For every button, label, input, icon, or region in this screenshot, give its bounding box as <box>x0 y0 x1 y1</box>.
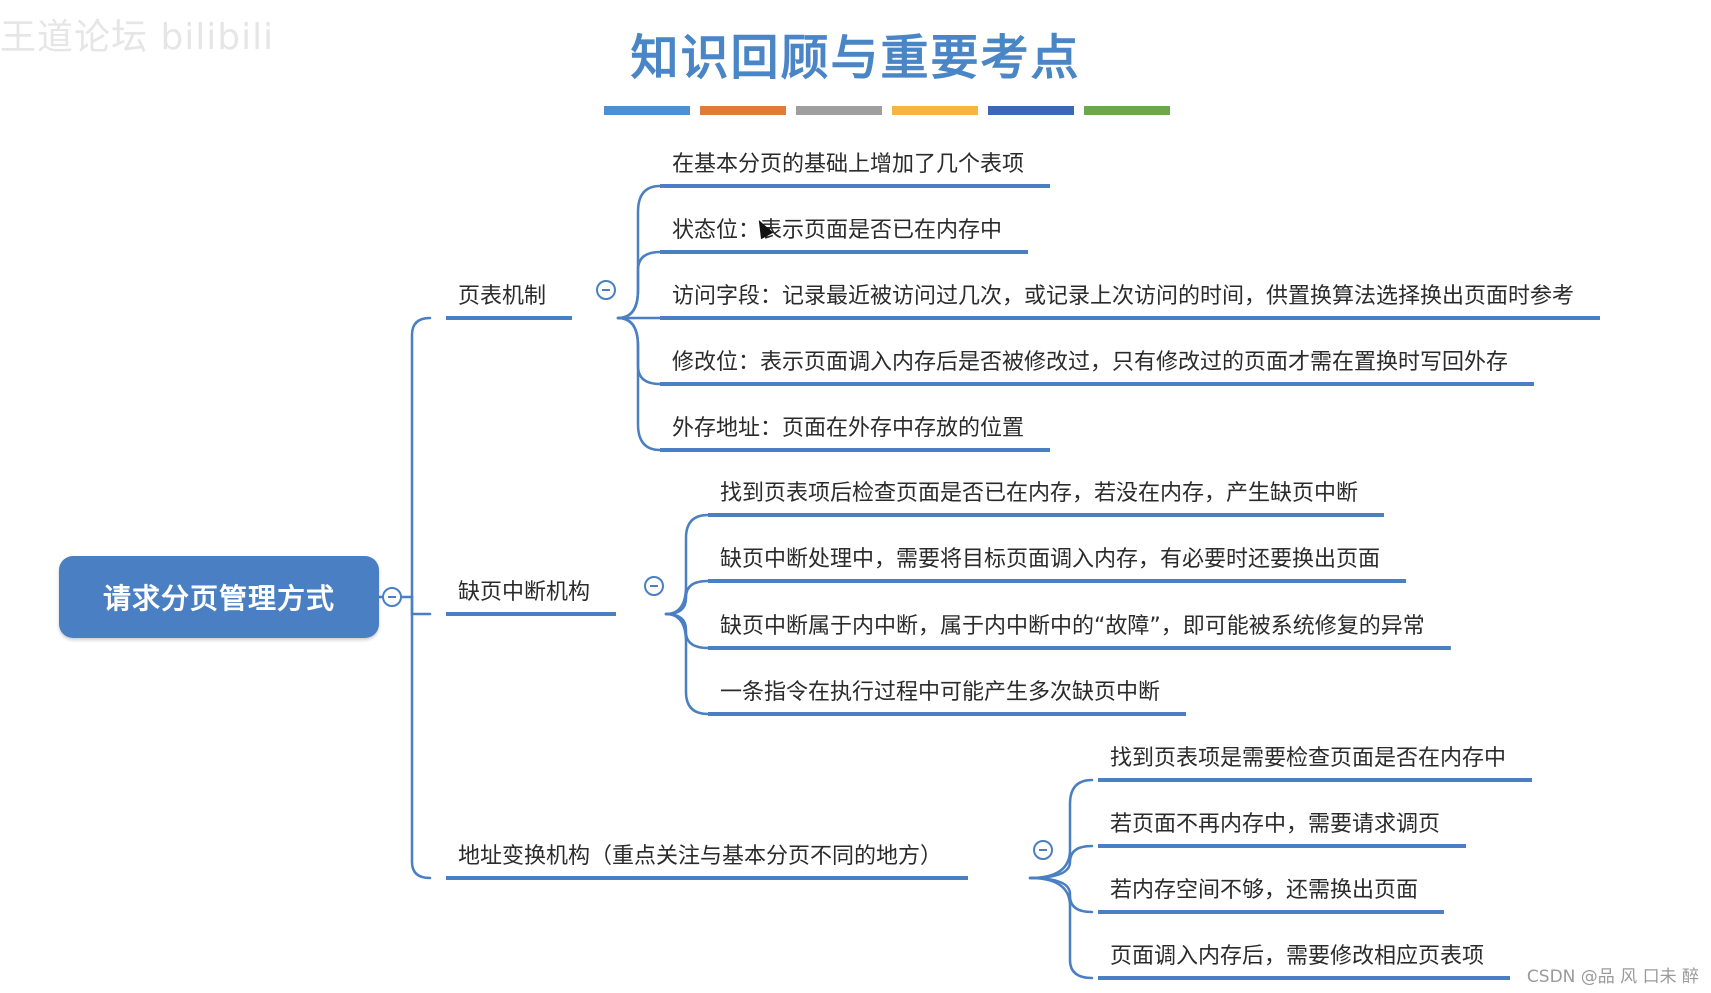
connector-root-branch1 <box>410 316 432 599</box>
page-table-item-4: 修改位：表示页面调入内存后是否被修改过，只有修改过的页面才需在置换时写回外存 <box>672 350 1509 375</box>
page-table-item-5: 外存地址：页面在外存中存放的位置 <box>672 416 1025 441</box>
title-color-bars <box>604 106 1170 115</box>
page-table-item-3: 访问字段：记录最近被访问过几次，或记录上次访问的时间，供置换算法选择换出页面时参… <box>672 284 1575 309</box>
address-item-4: 页面调入内存后，需要修改相应页表项 <box>1110 944 1485 969</box>
branch-page-fault-collapse-icon[interactable] <box>644 576 664 596</box>
color-bar-2 <box>700 106 786 115</box>
page-table-item-1: 在基本分页的基础上增加了几个表项 <box>672 152 1025 177</box>
connector-b2-3 <box>664 612 710 716</box>
branch-address-translation[interactable]: 地址变换机构（重点关注与基本分页不同的地方） <box>458 844 943 869</box>
color-bar-1 <box>604 106 690 115</box>
color-bar-3 <box>796 106 882 115</box>
address-item-2: 若页面不再内存中，需要请求调页 <box>1110 812 1441 837</box>
connector-b3-0 <box>1028 778 1094 880</box>
page-fault-item-3: 缺页中断属于内中断，属于内中断中的“故障”，即可能被系统修复的异常 <box>720 614 1425 639</box>
connector-b1-4 <box>616 316 662 452</box>
root-collapse-icon[interactable] <box>382 587 402 607</box>
branch-page-table[interactable]: 页表机制 <box>458 284 547 309</box>
address-item-1: 找到页表项是需要检查页面是否在内存中 <box>1110 746 1507 771</box>
page-title: 知识回顾与重要考点 <box>630 30 1081 86</box>
connector-b3-2 <box>1028 876 1094 914</box>
connector-b2-1 <box>664 579 710 616</box>
color-bar-6 <box>1084 106 1170 115</box>
branch-address-translation-collapse-icon[interactable] <box>1033 840 1053 860</box>
connector-root-branch3 <box>410 595 432 880</box>
branch-page-fault[interactable]: 缺页中断机构 <box>458 580 591 605</box>
connector-root-branch2 <box>410 595 432 616</box>
connector-b1-1 <box>616 250 662 320</box>
address-item-3: 若内存空间不够，还需换出页面 <box>1110 878 1419 903</box>
connector-b3-3 <box>1028 876 1094 980</box>
page-fault-item-2: 缺页中断处理中，需要将目标页面调入内存，有必要时还要换出页面 <box>720 547 1381 572</box>
watermark-logo: 王道论坛 bilibili <box>0 17 275 58</box>
root-node[interactable]: 请求分页管理方式 <box>59 556 379 638</box>
branch-page-table-collapse-icon[interactable] <box>596 280 616 300</box>
page-table-item-2: 状态位：表示页面是否已在内存中 <box>672 218 1003 243</box>
color-bar-4 <box>892 106 978 115</box>
color-bar-5 <box>988 106 1074 115</box>
page-fault-item-1: 找到页表项后检查页面是否已在内存，若没在内存，产生缺页中断 <box>720 481 1359 506</box>
watermark-source: CSDN @品 风 口未 醉 <box>1526 967 1699 987</box>
page-fault-item-4: 一条指令在执行过程中可能产生多次缺页中断 <box>720 680 1161 705</box>
connector-b3-1 <box>1028 844 1094 880</box>
